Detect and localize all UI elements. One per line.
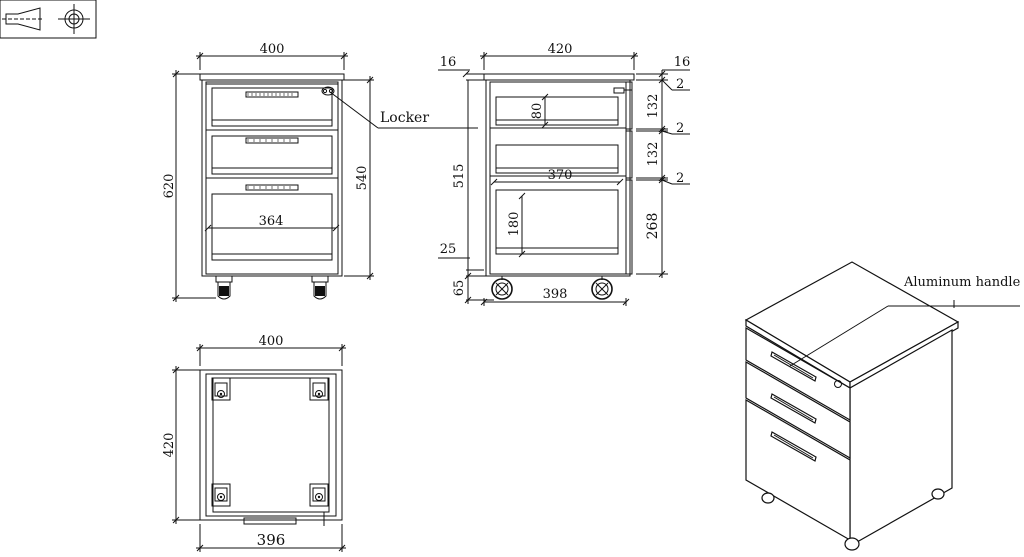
bottom-view: 400 420 396: [162, 334, 346, 552]
dim-side-top-left: 16: [440, 55, 457, 70]
locker-callout: Locker: [329, 91, 478, 129]
locker-label: Locker: [380, 110, 429, 126]
dim-side-front1: 132: [646, 94, 661, 119]
dim-side-gap2: 2: [676, 121, 684, 136]
caster-top-icon: [309, 483, 329, 507]
dim-side-width: 420: [548, 42, 573, 57]
dim-side-drawer-depth: 370: [548, 168, 573, 183]
aluminum-handle-icon: [770, 393, 817, 424]
dim-side-base-gap: 25: [440, 242, 457, 257]
handle-icon: [245, 91, 299, 98]
dim-side-gap1: 2: [676, 77, 684, 92]
caster-icon: [931, 488, 945, 500]
caster-icon: [761, 492, 775, 504]
aluminum-handle-icon: [770, 431, 817, 462]
projection-symbol-icon: [0, 0, 97, 39]
dim-side-gap3: 2: [676, 171, 684, 186]
front-view: 400 620 540 364: [162, 42, 374, 302]
caster-top-icon: [211, 483, 231, 507]
dim-bottom-depth: 420: [162, 433, 177, 458]
dim-front-height-total: 620: [162, 174, 177, 199]
caster-icon: [844, 537, 860, 551]
dim-side-front2: 132: [646, 142, 661, 167]
caster-icon: [311, 275, 329, 300]
caster-wheel-icon: [491, 276, 513, 300]
side-view: 420 16 515 25 65 398 80: [438, 42, 690, 306]
aluminum-handle-icon: [770, 351, 817, 382]
handle-icon: [245, 184, 299, 191]
dim-side-caster-height: 65: [452, 280, 467, 297]
iso-lock-icon: [834, 380, 842, 388]
dim-side-bottom-width: 398: [543, 287, 568, 302]
aluminum-handle-label: Aluminum handle: [903, 275, 1021, 290]
dim-side-drawer1: 80: [530, 103, 545, 120]
dim-bottom-width-bottom: 396: [257, 531, 286, 549]
dim-side-drawer3: 180: [507, 212, 522, 237]
dim-front-inner-width: 364: [259, 214, 284, 229]
handle-icon: [245, 137, 299, 144]
dim-side-body-height: 515: [452, 164, 467, 189]
dim-bottom-width-top: 400: [259, 334, 284, 349]
dim-front-width: 400: [260, 42, 285, 57]
caster-top-icon: [309, 377, 329, 401]
dim-side-front3: 268: [645, 213, 661, 240]
dim-side-top-right: 16: [674, 55, 691, 70]
caster-wheel-icon: [591, 276, 613, 300]
isometric-view: Aluminum handle: [744, 261, 1021, 551]
dim-front-height-body: 540: [355, 166, 370, 191]
caster-top-icon: [211, 377, 231, 401]
caster-icon: [215, 275, 233, 300]
